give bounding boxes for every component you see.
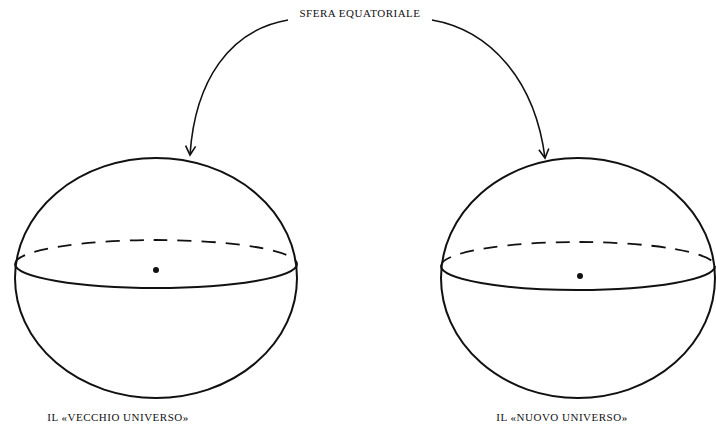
new-universe-sphere bbox=[441, 158, 715, 398]
caption-label: IL «VECCHIO UNIVERSO» bbox=[47, 411, 188, 423]
old-universe-sphere bbox=[15, 158, 297, 398]
caption-label: IL «NUOVO UNIVERSO» bbox=[496, 411, 627, 423]
pointer-arrow bbox=[190, 20, 288, 155]
pointer-arrow bbox=[432, 20, 545, 158]
title-label: SFERA EQUATORIALE bbox=[299, 7, 420, 19]
